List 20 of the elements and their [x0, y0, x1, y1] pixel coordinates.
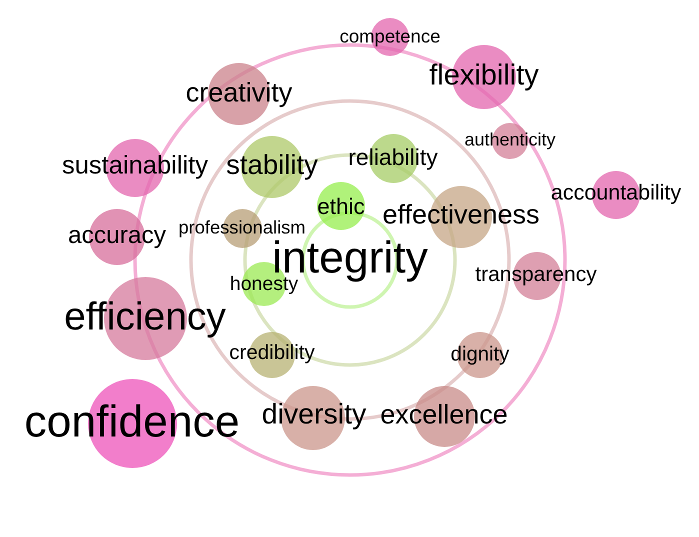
- word-label: flexibility: [429, 59, 539, 93]
- word-label: excellence: [380, 399, 508, 431]
- word-label: confidence: [24, 396, 240, 448]
- word-label: accuracy: [68, 222, 166, 250]
- word-label: creativity: [186, 77, 292, 109]
- word-label: sustainability: [62, 151, 208, 181]
- word-label: dignity: [450, 343, 510, 367]
- word-label: efficiency: [64, 296, 226, 340]
- word-label: stability: [226, 149, 318, 181]
- word-label: competence: [340, 25, 440, 47]
- word-label: authenticity: [464, 130, 556, 150]
- word-label: credibility: [229, 341, 315, 365]
- word-bubble: [317, 182, 365, 230]
- word-label: transparency: [475, 262, 597, 288]
- word-label: ethic: [317, 194, 365, 220]
- word-label: professionalism: [178, 216, 306, 238]
- word-label: effectiveness: [382, 199, 540, 231]
- word-label: diversity: [262, 398, 366, 432]
- word-label: reliability: [348, 144, 438, 170]
- word-label: accountability: [550, 180, 682, 206]
